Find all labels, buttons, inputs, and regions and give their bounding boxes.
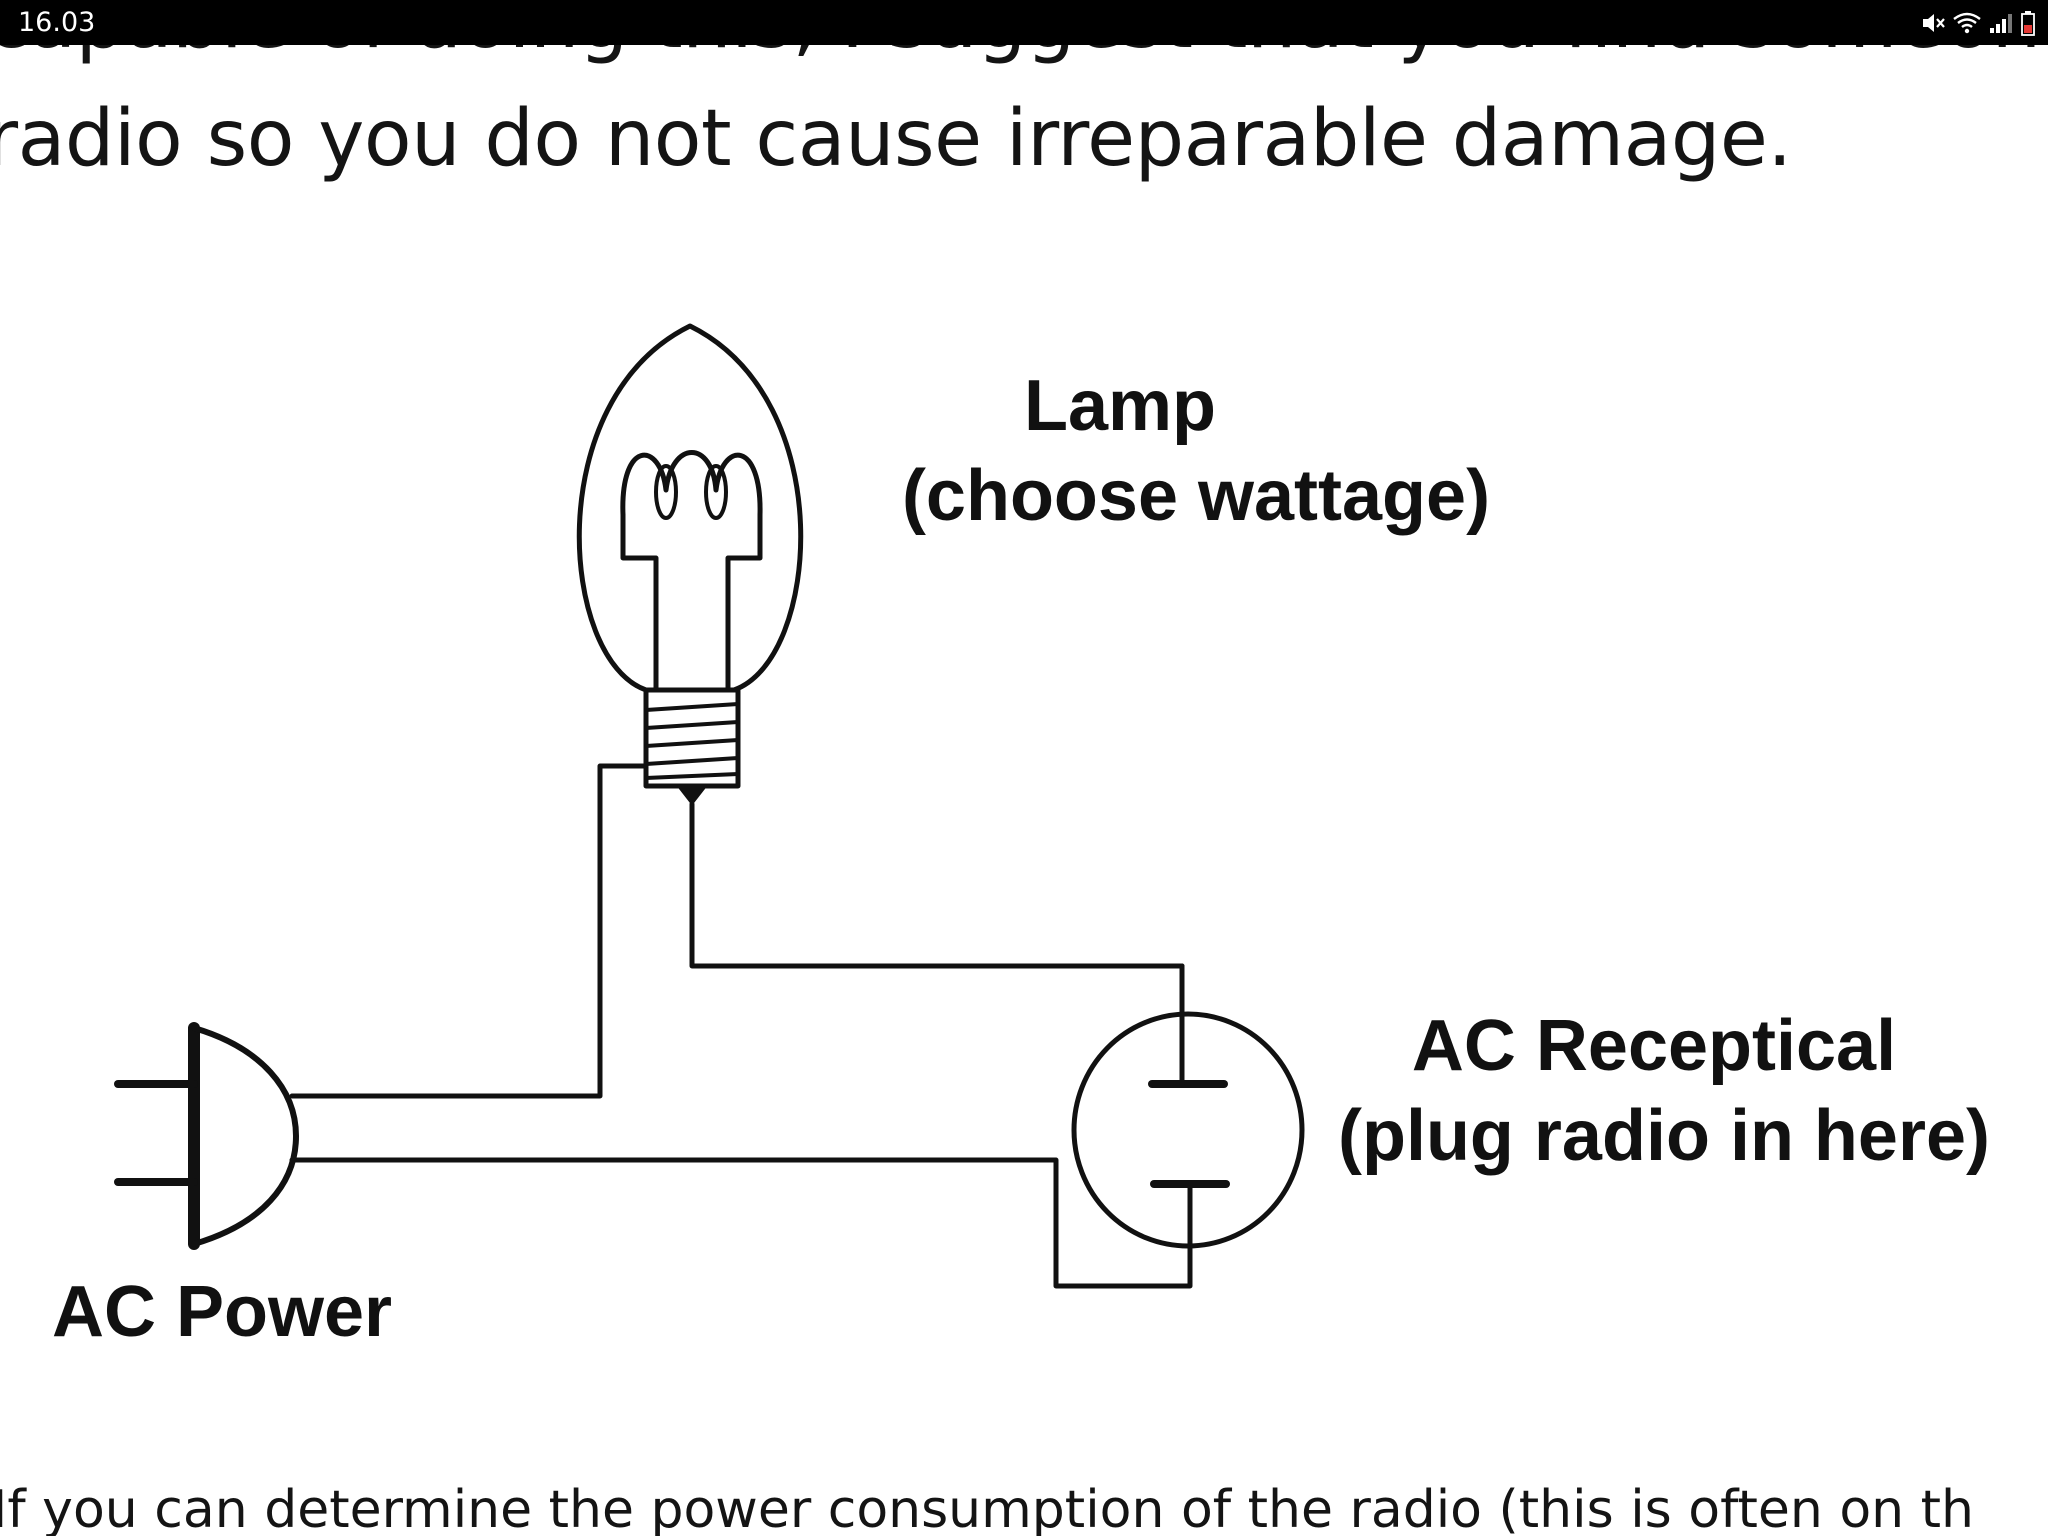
lamp-filament-support: [725, 512, 763, 693]
lamp-bulb-glass: [576, 323, 804, 693]
status-time: 16.03: [18, 7, 96, 38]
status-bar: 16.03: [0, 0, 2048, 45]
receptacle-sublabel: (plug radio in here): [1338, 1096, 1990, 1176]
circuit-diagram: Lamp (choose wattage) AC Receptical (plu…: [0, 300, 2048, 1420]
article-text-line: radio so you do not cause irreparable da…: [0, 94, 1792, 184]
lamp-filament-support: [620, 512, 659, 693]
article-text-line: If you can determine the power consumpti…: [0, 1480, 1974, 1536]
lamp-filament: [620, 450, 763, 518]
ac-plug-body: [191, 1025, 299, 1247]
lamp-sublabel: (choose wattage): [902, 456, 1490, 536]
lamp-base-tip: [677, 785, 707, 805]
lamp-label: Lamp: [1024, 366, 1216, 446]
power-label: AC Power: [52, 1272, 392, 1352]
wifi-icon: [1953, 12, 1981, 34]
circuit-diagram-svg: Lamp (choose wattage) AC Receptical (plu…: [52, 323, 1990, 1352]
mute-icon: [1923, 14, 1945, 32]
filament-loop: [704, 464, 728, 520]
filament-loop: [654, 464, 678, 520]
wire: [689, 801, 1185, 1087]
ac-receptacle-body: [1071, 1011, 1305, 1249]
wire: [289, 1157, 1193, 1289]
receptacle-label: AC Receptical: [1412, 1006, 1896, 1086]
battery-icon: [2021, 11, 2035, 36]
lamp-base-thread: [644, 702, 740, 780]
wire: [289, 763, 649, 1099]
signal-icon: [1990, 14, 2012, 33]
status-icons: [1920, 8, 2036, 38]
